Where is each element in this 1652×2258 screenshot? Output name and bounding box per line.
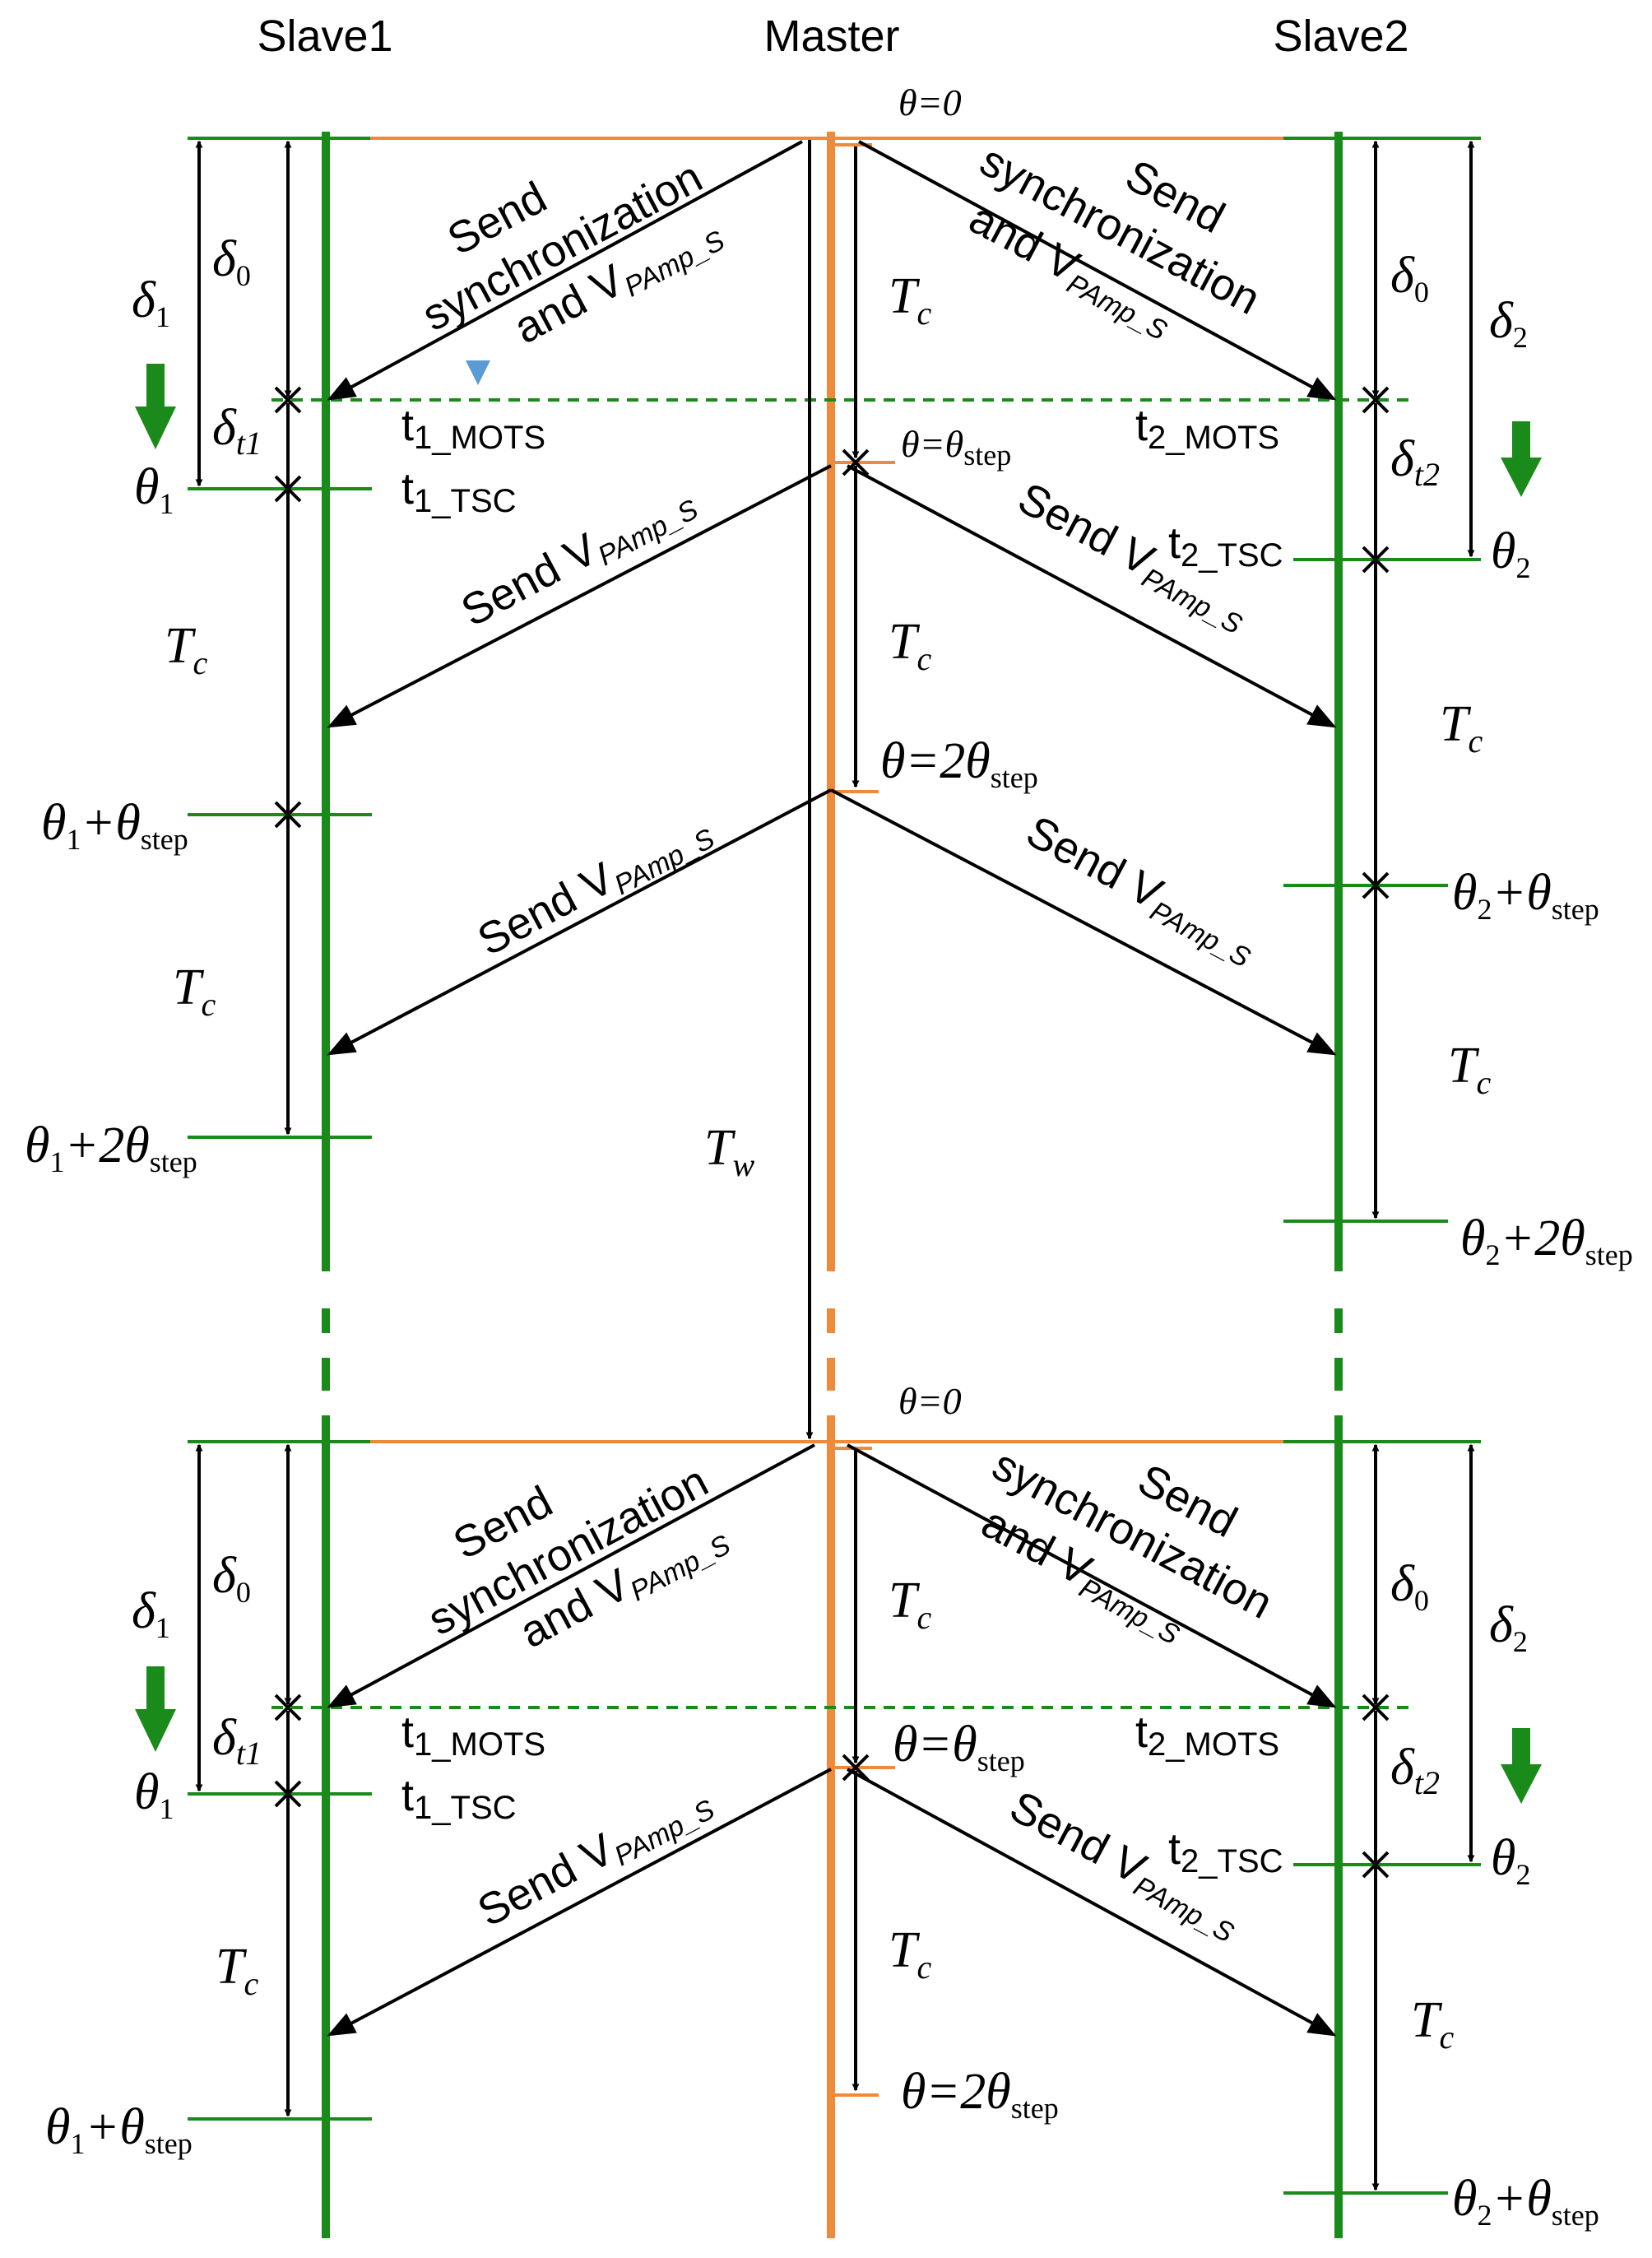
theta2-label-top: θ2 [1491, 523, 1530, 584]
tc-label-master-2-bottom: Tc [889, 1922, 931, 1986]
theta-2step-label-master-top: θ=2θstep [880, 733, 1038, 794]
tc-label-master-1-bottom: Tc [889, 1573, 931, 1636]
vpamp-arrow-slave1-1-bottom [327, 1768, 832, 2037]
theta1-step-label-bottom: θ1+θstep [45, 2099, 193, 2160]
tc-label-slave2-bottom: Tc [1411, 1992, 1454, 2056]
vpamp-arrow-slave2-1-top [847, 464, 1337, 728]
slave1-cross-marks-top [274, 386, 302, 829]
tw-label: Tw [704, 1120, 754, 1183]
t2-tsc-label-top: t2_TSC [1168, 518, 1283, 574]
sync-message-text-slave2-bottom: Send synchronization and VPAmp_S [974, 1440, 1281, 1651]
svg-text:Send VPAmp_S: Send VPAmp_S [470, 802, 720, 969]
theta2-step-label-bottom: θ2+θstep [1452, 2171, 1599, 2232]
theta2-step-label-top: θ2+θstep [1452, 865, 1599, 926]
vpamp-arrow-slave2-2-top [830, 788, 1337, 1056]
delta-t2-label-top: δt2 [1390, 431, 1440, 493]
master-header: Master [763, 12, 899, 61]
theta-zero-label-top: θ=0 [898, 81, 962, 123]
theta2-2step-label-top: θ2+2θstep [1460, 1210, 1633, 1271]
delta1-label-top: δ1 [132, 272, 170, 333]
slave2-cross-marks-bottom [1362, 1694, 1390, 1879]
theta1-label-bottom: θ1 [134, 1764, 174, 1825]
delta-t1-label-bottom: δt1 [212, 1710, 262, 1772]
sync-message-arrow-slave1-bottom [327, 1443, 815, 1708]
vpamp-arrow-slave1-1-top [327, 464, 832, 728]
master-cross-marks-bottom [842, 1754, 870, 1782]
delta-t2-label-bottom: δt2 [1390, 1740, 1440, 1801]
tc-label-slave1-1-top: Tc [165, 618, 207, 681]
marker-icon [466, 360, 490, 385]
down-arrow-icon-bottom [135, 1666, 1542, 1804]
t1-tsc-label-bottom: t1_TSC [401, 1771, 517, 1826]
delta0-label-right-bottom: δ0 [1390, 1556, 1429, 1617]
vpamp-arrow-slave2-1-bottom [847, 1768, 1337, 2037]
delta2-label-bottom: δ2 [1489, 1597, 1528, 1658]
tc-label-slave2-1-top: Tc [1440, 696, 1483, 760]
t2-tsc-label-bottom: t2_TSC [1168, 1824, 1283, 1879]
delta0-label-top: δ0 [212, 231, 251, 292]
delta0-label-bottom: δ0 [212, 1548, 251, 1609]
theta-2step-label-master-bottom: θ=2θstep [901, 2064, 1059, 2125]
down-arrow-icon [135, 364, 1542, 497]
theta2-label-bottom: θ2 [1491, 1830, 1530, 1891]
slave2-cross-marks-top [1362, 386, 1390, 899]
vpamp-text-slave1-2-top: Send VPAmp_S [470, 802, 720, 969]
vpamp-text-slave2-2-top: Send VPAmp_S [1016, 806, 1266, 973]
theta1-label-top: θ1 [134, 459, 174, 520]
theta1-2step-label-top: θ1+2θstep [25, 1117, 197, 1178]
theta1-step-label-top: θ1+θstep [41, 795, 188, 856]
sync-message-arrow-slave2-bottom [847, 1443, 1337, 1708]
master-cross-marks-top [842, 448, 870, 476]
vpamp-arrow-slave1-2-top [327, 788, 832, 1056]
tc-label-slave1-bottom: Tc [216, 1939, 258, 2002]
sync-message-arrow-slave2-top [858, 140, 1337, 401]
sync-message-text-slave1-bottom: Send synchronization and VPAmp_S [420, 1457, 736, 1658]
theta-step-label-master-bottom: θ=θstep [893, 1717, 1025, 1777]
sync-message-text-slave2-top: Send synchronization and VPAmp_S [962, 136, 1269, 346]
theta-zero-label-bottom: θ=0 [898, 1380, 962, 1422]
sync-message-text-slave1-top: Send synchronization and VPAmp_S [415, 152, 731, 354]
t1-tsc-label-top: t1_TSC [401, 464, 517, 519]
slave2-header: Slave2 [1273, 12, 1408, 61]
delta2-label-top: δ2 [1489, 293, 1528, 354]
t2-mots-label-bottom: t2_MOTS [1135, 1707, 1279, 1763]
slave1-header: Slave1 [257, 12, 392, 61]
sync-start-line-top [188, 137, 1481, 146]
tc-label-slave1-2-top: Tc [173, 959, 216, 1023]
theta-step-label-master-top: θ=θstep [901, 423, 1011, 472]
sync-message-arrow-slave1-top [327, 140, 803, 401]
t1-mots-label-bottom: t1_MOTS [401, 1707, 545, 1763]
delta1-label-bottom: δ1 [132, 1583, 170, 1644]
slave1-cross-marks-bottom [274, 1694, 302, 1808]
delta0-label-right-top: δ0 [1390, 248, 1429, 309]
tc-label-slave2-2-top: Tc [1448, 1038, 1491, 1101]
t2-mots-label-top: t2_MOTS [1135, 401, 1279, 456]
t1-mots-label-top: t1_MOTS [401, 401, 545, 456]
delta-t1-label-top: δt1 [212, 400, 262, 462]
svg-text:Send VPAmp_S: Send VPAmp_S [1016, 806, 1266, 973]
tc-label-master-1-top: Tc [889, 268, 931, 332]
tc-label-master-2-top: Tc [889, 614, 931, 677]
